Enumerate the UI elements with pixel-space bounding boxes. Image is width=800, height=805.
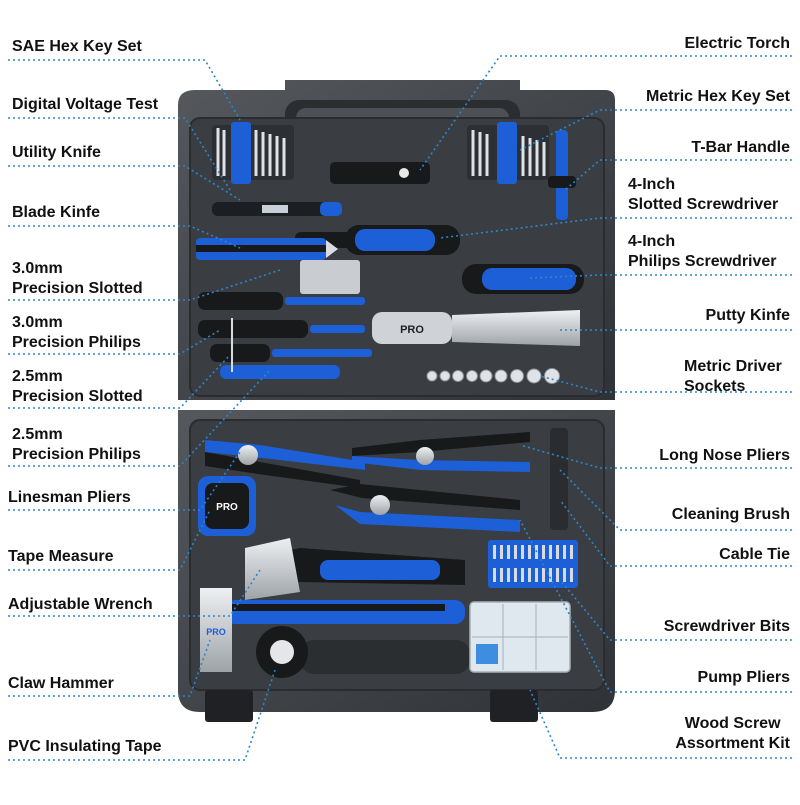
- wood-screw-assortment-kit: [469, 601, 571, 673]
- hammer-brand: PRO: [206, 627, 226, 637]
- cleaning-brush: [550, 428, 568, 530]
- label-sae-hex-key-set: SAE Hex Key Set: [12, 38, 142, 55]
- label-adjustable-wrench: Adjustable Wrench: [8, 596, 153, 613]
- label-putty-knife: Putty Kinfe: [705, 307, 790, 324]
- leader-lines: [8, 55, 792, 761]
- adjustable-wrench: [245, 538, 465, 600]
- label-3mm-precision-philips: 3.0mm Precision Philips: [12, 314, 141, 351]
- pump-pliers: [330, 484, 520, 532]
- label-blade-knife: Blade Kinfe: [12, 204, 101, 221]
- digital-voltage-tester: [212, 202, 342, 216]
- label-digital-voltage-test: Digital Voltage Test: [12, 96, 159, 113]
- label-4in-slotted-screwdriver: 4-Inch Slotted Screwdriver: [628, 176, 779, 213]
- label-screwdriver-bits: Screwdriver Bits: [663, 618, 790, 635]
- t-bar-handle: [548, 130, 576, 220]
- tape-measure: PRO: [198, 476, 256, 536]
- label-electric-torch: Electric Torch: [684, 35, 790, 52]
- sae-hex-key-set: [212, 122, 294, 184]
- philips-screwdriver: [360, 264, 584, 294]
- label-utility-knife: Utility Knife: [12, 144, 101, 161]
- label-cleaning-brush: Cleaning Brush: [671, 506, 790, 523]
- label-25mm-precision-philips: 2.5mm Precision Philips: [12, 426, 141, 463]
- screwdriver-bits: [488, 540, 578, 588]
- label-linesman-pliers: Linesman Pliers: [8, 489, 131, 506]
- tape-measure-brand: PRO: [216, 502, 238, 513]
- label-long-nose-pliers: Long Nose Pliers: [659, 447, 790, 464]
- utility-knife: [196, 238, 338, 260]
- precision-screwdrivers: [198, 292, 372, 379]
- label-wood-screw-assortment-kit: Wood Screw Assortment Kit: [675, 715, 790, 752]
- pvc-insulating-tape: [256, 626, 308, 678]
- label-cable-tie: Cable Tie: [719, 546, 790, 563]
- label-4in-philips-screwdriver: 4-Inch Philips Screwdriver: [628, 233, 777, 270]
- label-metric-hex-key-set: Metric Hex Key Set: [645, 88, 790, 105]
- linesman-pliers: [205, 440, 365, 488]
- long-nose-pliers: [352, 432, 530, 472]
- electric-torch: [330, 162, 430, 184]
- label-tape-measure: Tape Measure: [8, 548, 114, 565]
- label-pump-pliers: Pump Pliers: [697, 669, 790, 686]
- putty-knife-brand: PRO: [400, 324, 424, 336]
- metric-hex-key-set: [467, 122, 549, 184]
- putty-knife: PRO: [372, 310, 580, 346]
- label-t-bar-handle: T-Bar Handle: [691, 139, 790, 156]
- label-metric-driver-sockets: Metric Driver Sockets: [684, 358, 782, 395]
- label-25mm-precision-slotted: 2.5mm Precision Slotted: [12, 368, 143, 405]
- label-3mm-precision-slotted: 3.0mm Precision Slotted: [12, 260, 143, 297]
- metric-driver-sockets: [426, 368, 560, 384]
- label-claw-hammer: Claw Hammer: [8, 675, 114, 692]
- claw-hammer: PRO: [200, 588, 465, 672]
- blade-box: [300, 260, 360, 294]
- label-pvc-insulating-tape: PVC Insulating Tape: [8, 738, 162, 755]
